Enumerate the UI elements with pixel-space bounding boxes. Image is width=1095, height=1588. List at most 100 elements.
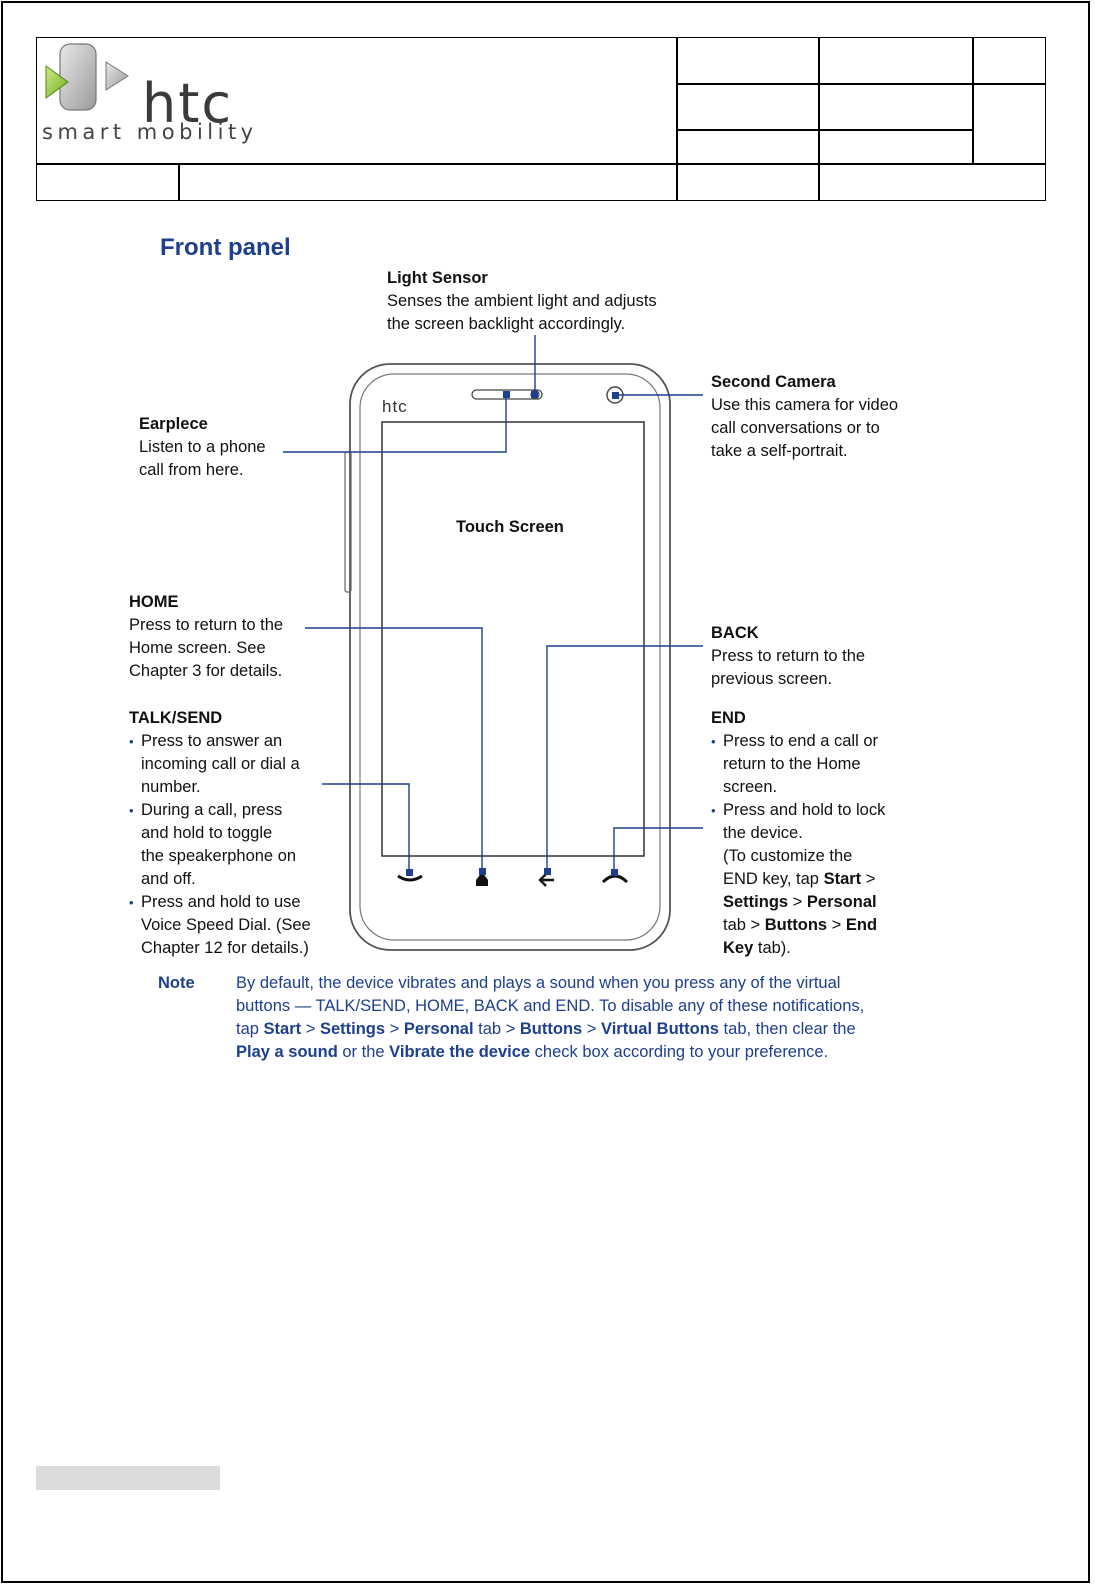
callout-line: Use this camera for video: [711, 396, 899, 414]
text-run: >: [582, 1020, 602, 1038]
callout-back: BACK Press to return to the previous scr…: [711, 622, 865, 691]
callout-line: number.: [141, 778, 201, 796]
header-cell: [676, 83, 820, 131]
callout-line: Press to answer an: [141, 732, 283, 750]
bullet-item: Press to end a call or return to the Hom…: [711, 730, 885, 799]
earpiece-grille: [471, 389, 543, 400]
phone-brand-label: htc: [382, 397, 408, 416]
text-run-bold: Settings: [319, 1020, 386, 1038]
callout-line: take a self-portrait.: [711, 442, 848, 460]
callout-line: the speakerphone on: [141, 847, 297, 865]
header-cell: [818, 163, 1046, 201]
document-header-table: [36, 37, 1046, 201]
callout-light-sensor: Light Sensor Senses the ambient light an…: [387, 267, 657, 336]
leader-talk-send: [322, 783, 410, 873]
leader-home: [305, 627, 483, 872]
callout-line: Senses the ambient light and adjusts: [387, 292, 657, 310]
callout-title: Earplece: [139, 415, 208, 433]
text-run: >: [861, 870, 876, 888]
text-run-bold: Play a sound: [236, 1043, 338, 1061]
endpoint-talk-send: [406, 869, 413, 876]
header-cell: [818, 37, 974, 85]
note-line: Play a sound or the Vibrate the device c…: [236, 1041, 926, 1064]
endpoint-earpiece: [503, 391, 510, 398]
text-run: or the: [337, 1043, 390, 1061]
htc-logo-icon: [45, 43, 129, 111]
callout-line: the screen backlight accordingly.: [387, 315, 626, 333]
home-icon: [476, 872, 488, 886]
bullet-item: During a call, press and hold to toggle …: [129, 799, 311, 891]
callout-talk-send: TALK/SEND Press to answer an incoming ca…: [129, 707, 311, 960]
callout-line: call conversations or to: [711, 419, 880, 437]
bullet-item: Press and hold to use Voice Speed Dial. …: [129, 891, 311, 960]
text-run-bold: End: [845, 916, 878, 934]
phone-inner-body: [359, 373, 661, 941]
text-run-bold: Personal: [403, 1020, 474, 1038]
callout-line: and hold to toggle: [141, 824, 273, 842]
text-run-bold: Personal: [806, 893, 877, 911]
note-line: tap Start > Settings > Personal tab > Bu…: [236, 1018, 926, 1041]
endpoint-end: [611, 869, 618, 876]
callout-home: HOME Press to return to the Home screen.…: [129, 591, 283, 683]
text-run: >: [385, 1020, 404, 1038]
callout-line: Press and hold to use: [141, 893, 301, 911]
back-arrow-icon: [538, 873, 554, 887]
callout-title: BACK: [711, 624, 759, 642]
note-line: buttons — TALK/SEND, HOME, BACK and END.…: [236, 997, 865, 1015]
htc-logo: htc smart mobility: [40, 40, 270, 150]
leader-back: [546, 645, 703, 875]
text-run: END key, tap: [723, 870, 824, 888]
callout-title: TALK/SEND: [129, 709, 223, 727]
text-run: tab >: [473, 1020, 520, 1038]
footer-bar: [36, 1466, 220, 1490]
header-cell: [972, 37, 1046, 85]
callout-title: Light Sensor: [387, 269, 488, 287]
text-run: >: [788, 893, 807, 911]
callout-line: and off.: [141, 870, 196, 888]
header-cell: [36, 163, 180, 201]
callout-line: Home screen. See: [129, 639, 266, 657]
end-icon: [601, 874, 629, 884]
text-run-bold: Start: [823, 870, 862, 888]
callout-line: Key tab).: [723, 937, 885, 960]
phone-outer-body: [349, 363, 671, 951]
callout-line: Chapter 12 for details.): [141, 939, 309, 957]
callout-title: END: [711, 709, 746, 727]
bullet-item: Press and hold to lock the device. (To c…: [711, 799, 885, 960]
note-line: By default, the device vibrates and play…: [236, 974, 841, 992]
endpoint-back: [544, 868, 551, 875]
text-run: check box according to your preference.: [530, 1043, 829, 1061]
logo-tagline: smart mobility: [42, 120, 258, 144]
endpoint-home: [479, 868, 486, 875]
leader-lines: [283, 335, 703, 875]
callout-line: the device.: [723, 824, 803, 842]
header-cell: [818, 129, 974, 165]
endpoint-camera: [612, 392, 619, 399]
touch-screen: [381, 421, 645, 857]
callout-end: END Press to end a call or return to the…: [711, 707, 885, 960]
callout-line: Press to return to the: [711, 647, 866, 665]
text-run: >: [827, 916, 846, 934]
bullet-item: Press to answer an incoming call or dial…: [129, 730, 311, 799]
logo-cell: [36, 37, 678, 165]
callout-line: Settings > Personal: [723, 891, 885, 914]
header-cell: [676, 129, 820, 165]
callout-line: previous screen.: [711, 670, 833, 688]
callout-line: return to the Home: [723, 755, 861, 773]
callout-line: incoming call or dial a: [141, 755, 300, 773]
callout-title: Second Camera: [711, 373, 836, 391]
callout-line: END key, tap Start >: [723, 868, 885, 891]
header-cell: [676, 37, 820, 85]
note-label: Note: [158, 974, 195, 992]
text-run-bold: Buttons: [764, 916, 828, 934]
text-run: tab >: [723, 916, 765, 934]
leader-endpoints: [406, 391, 619, 876]
callout-line: (To customize the: [723, 847, 853, 865]
endpoint-light-sensor: [531, 391, 538, 398]
callout-second-camera: Second Camera Use this camera for video …: [711, 371, 898, 463]
talk-send-icon: [397, 874, 423, 882]
text-run-bold: Settings: [723, 893, 789, 911]
header-cell: [178, 163, 678, 201]
